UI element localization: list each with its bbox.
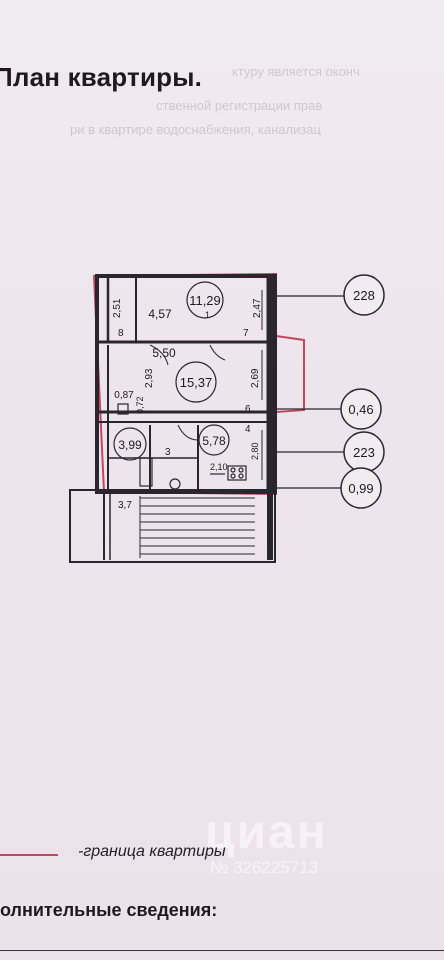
dimension-label: 2,93 (144, 368, 155, 388)
staircase (139, 496, 255, 558)
callout-circle (343, 274, 385, 316)
dimension-label: 3,7 (118, 500, 132, 511)
bottom-rule (0, 950, 444, 951)
area-label: 4,57 (148, 307, 172, 321)
callout-label: 223 (353, 445, 375, 460)
dimension-label: 0,72 (135, 396, 145, 414)
walls (69, 274, 277, 563)
area-label: 15,37 (180, 375, 213, 390)
fixtures (117, 403, 247, 490)
legend-text: -граница квартиры (78, 843, 226, 860)
dimension-label: 2,69 (250, 368, 261, 388)
callout-label: 0,46 (348, 402, 373, 417)
page-title: План квартиры. (0, 62, 203, 92)
room-number: 8 (118, 328, 124, 339)
door-swings (149, 344, 226, 441)
extra-info-heading: олнительные сведения: (0, 900, 218, 920)
area-label: 5,78 (202, 434, 226, 448)
area-circle (175, 361, 217, 403)
callout-circle (340, 467, 382, 509)
callout-circle (340, 388, 382, 430)
area-label: 5,50 (152, 346, 176, 360)
background-text-line: ри в квартире водоснабжения, канализац (70, 122, 321, 137)
room-number: 3 (165, 447, 171, 458)
callout-label: 0,99 (348, 481, 373, 496)
watermark-brand: циан (205, 806, 328, 859)
background-text-line: ктуру является оконч (232, 64, 360, 79)
area-circle (113, 427, 147, 461)
watermark-id: № 326225713 (210, 858, 319, 877)
area-label: 0,87 (114, 390, 134, 401)
room-number: 7 (243, 328, 249, 339)
room-number: 1 (205, 310, 210, 320)
dimension-label: 2,47 (252, 298, 263, 318)
dimension-label: 2,51 (112, 298, 123, 318)
area-circle (198, 424, 230, 456)
area-circle (186, 281, 224, 319)
legend-boundary-line (0, 854, 58, 856)
dimension-label: 2,80 (250, 442, 260, 460)
background-text-line: ственной регистрации прав (156, 98, 323, 113)
room-number: 4 (245, 424, 251, 435)
callout-label: 228 (353, 288, 375, 303)
area-label: 11,29 (189, 293, 221, 308)
area-label: 3,99 (118, 438, 142, 452)
room-number: 6 (245, 404, 251, 415)
dimension-label: 2,10 (210, 462, 228, 472)
